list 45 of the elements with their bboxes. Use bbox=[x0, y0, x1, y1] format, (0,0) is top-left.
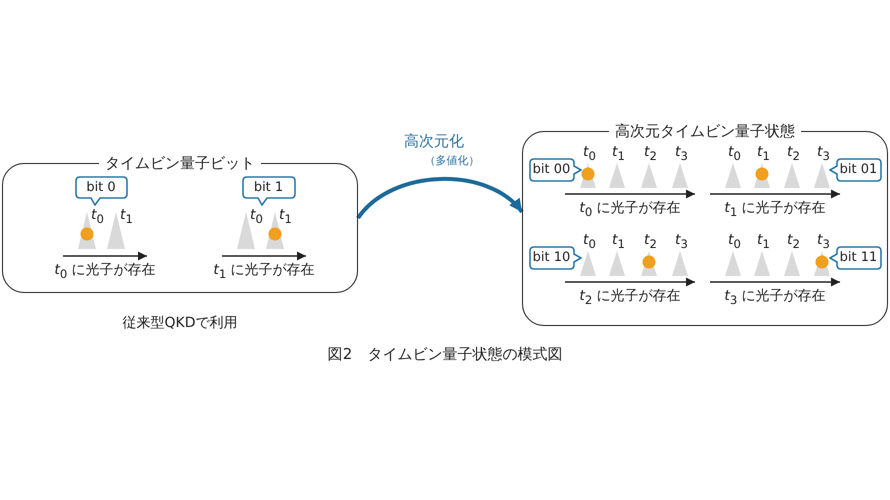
time-bin-label: t$_{2}$ bbox=[787, 232, 800, 252]
speech-callout bbox=[74, 176, 128, 206]
bit-label: bit 0 bbox=[85, 180, 117, 194]
bit-label: bit 1 bbox=[252, 180, 284, 194]
time-bin-label: t$_{0}$ bbox=[728, 144, 741, 164]
time-bin-label: t$_{1}$ bbox=[279, 207, 292, 227]
time-bin-label: t$_{0}$ bbox=[728, 232, 741, 252]
photon-position-label: t$_{1}$ に光子が存在 bbox=[213, 262, 315, 282]
edge-label: 高次元化 bbox=[404, 133, 464, 149]
bit-label: bit 10 bbox=[532, 250, 572, 265]
time-bin-label: t$_{3}$ bbox=[675, 144, 688, 164]
time-bin-label: t$_{0}$ bbox=[250, 207, 263, 227]
photon-position-label: t$_{0}$ に光子が存在 bbox=[54, 262, 156, 282]
edge-sublabel: （多値化） bbox=[424, 153, 480, 169]
time-bin-label: t$_{3}$ bbox=[817, 144, 830, 164]
photon-position-label: t$_{3}$ に光子が存在 bbox=[724, 288, 826, 308]
time-bin-label: t$_{3}$ bbox=[675, 232, 688, 252]
time-bin-label: t$_{1}$ bbox=[757, 144, 770, 164]
speech-callout bbox=[528, 158, 582, 182]
time-bin-label: t$_{1}$ bbox=[757, 232, 770, 252]
time-bin-label: t$_{0}$ bbox=[583, 144, 596, 164]
group-title: 高次元タイムビン量子状態 bbox=[609, 121, 801, 141]
group-title: タイムビン量子ビット bbox=[99, 153, 261, 173]
figure-caption: 図2 タイムビン量子状態の模式図 bbox=[328, 346, 562, 362]
time-bin-label: t$_{0}$ bbox=[583, 232, 596, 252]
photon-position-label: t$_{1}$ に光子が存在 bbox=[724, 200, 826, 220]
speech-callout bbox=[828, 246, 882, 270]
time-bin-label: t$_{2}$ bbox=[644, 144, 657, 164]
time-bin-label: t$_{3}$ bbox=[817, 232, 830, 252]
speech-callout bbox=[528, 246, 582, 270]
time-bin-label: t$_{1}$ bbox=[612, 144, 625, 164]
time-bin-label: t$_{2}$ bbox=[644, 232, 657, 252]
bit-label: bit 01 bbox=[838, 162, 878, 177]
photon-position-label: t$_{0}$ に光子が存在 bbox=[579, 200, 681, 220]
bit-label: bit 00 bbox=[532, 162, 572, 177]
curved-arrow bbox=[356, 177, 524, 220]
photon-position-label: t$_{2}$ に光子が存在 bbox=[579, 288, 681, 308]
time-bin-label: t$_{1}$ bbox=[120, 207, 133, 227]
time-bin-label: t$_{1}$ bbox=[612, 232, 625, 252]
speech-callout bbox=[828, 158, 882, 182]
bit-label: bit 11 bbox=[838, 250, 878, 265]
time-bin-label: t$_{0}$ bbox=[91, 207, 104, 227]
speech-callout bbox=[242, 176, 296, 206]
time-bin-label: t$_{2}$ bbox=[787, 144, 800, 164]
caption-text: 従来型QKDで利用 bbox=[122, 315, 238, 331]
